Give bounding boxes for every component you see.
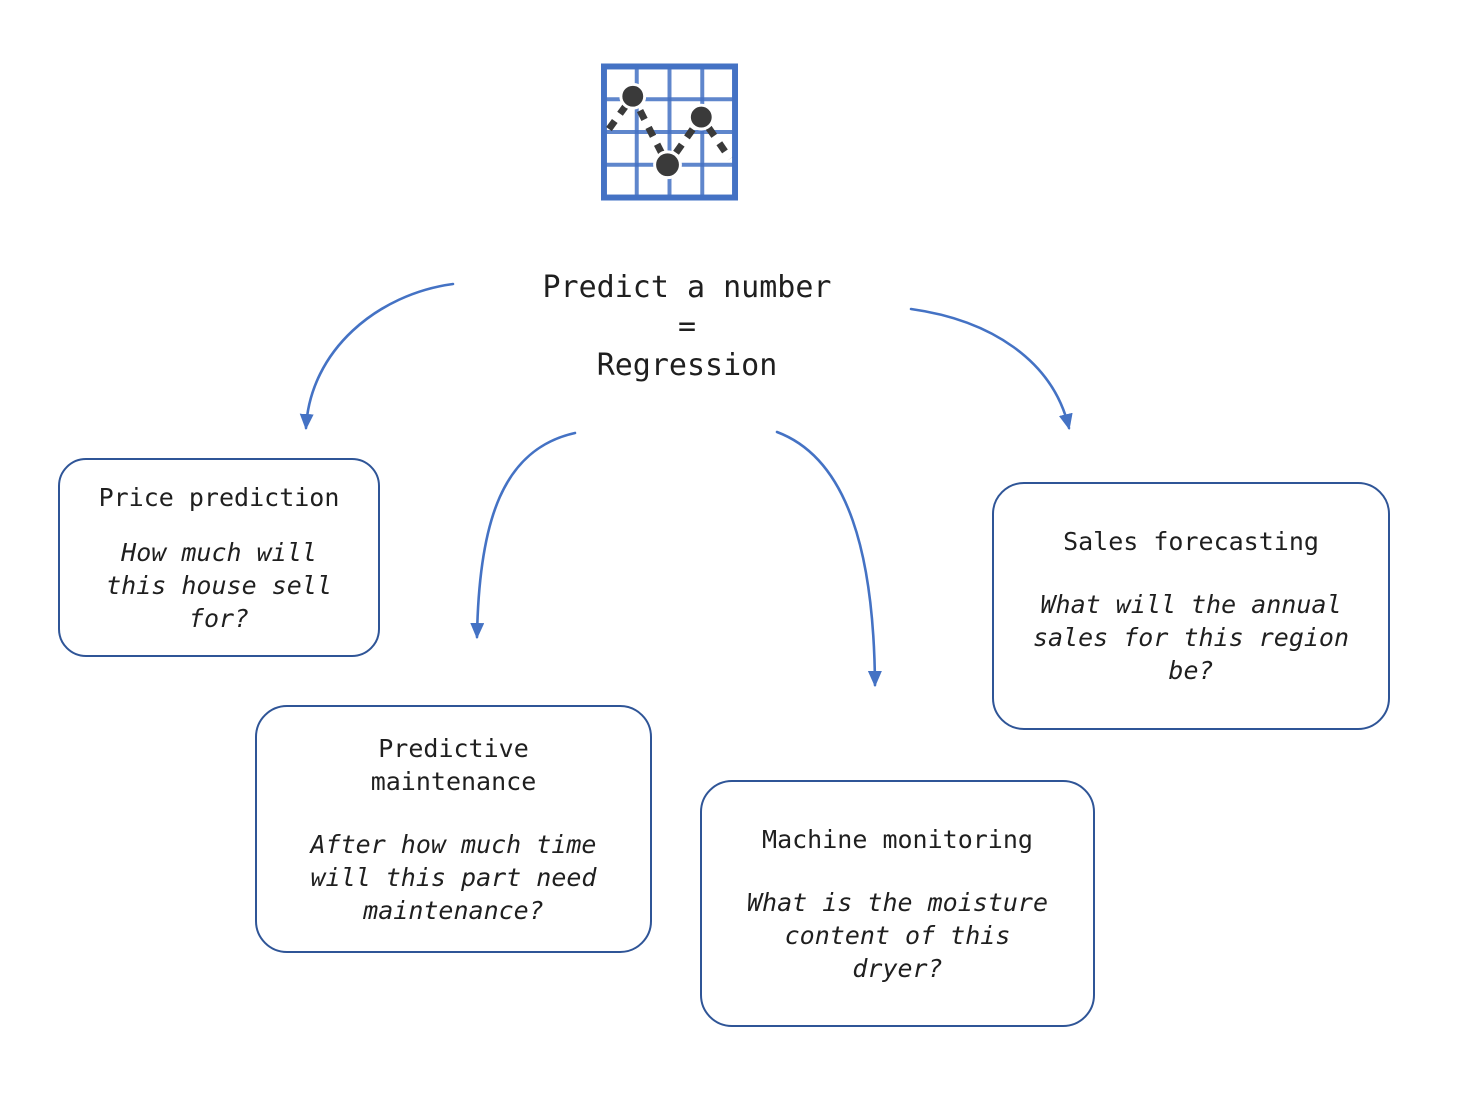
box-title: Predictive maintenance [370, 733, 537, 796]
arrow-to-machine-monitoring [775, 430, 882, 687]
box-question: What is the moisture content of this dry… [746, 887, 1049, 983]
box-question: What will the annual sales for this regi… [1032, 590, 1350, 685]
box-price-prediction: Price prediction How much will this hous… [58, 458, 380, 657]
center-label: Predict a number = Regression [542, 270, 832, 383]
box-sales-forecasting: Sales forecasting What will the annual s… [992, 482, 1390, 730]
box-title: Price prediction [98, 482, 340, 512]
box-machine-monitoring: Machine monitoring What is the moisture … [700, 780, 1095, 1027]
box-title: Machine monitoring [762, 824, 1033, 854]
box-title: Sales forecasting [1063, 527, 1319, 556]
arrow-to-predictive-maintenance [470, 431, 577, 639]
line-chart-icon [600, 63, 739, 201]
box-question: After how much time will this part need … [310, 829, 597, 925]
box-predictive-maintenance: Predictive maintenance After how much ti… [255, 705, 652, 953]
arrow-to-price-prediction [299, 282, 455, 430]
box-question: How much will this house sell for? [106, 537, 332, 633]
